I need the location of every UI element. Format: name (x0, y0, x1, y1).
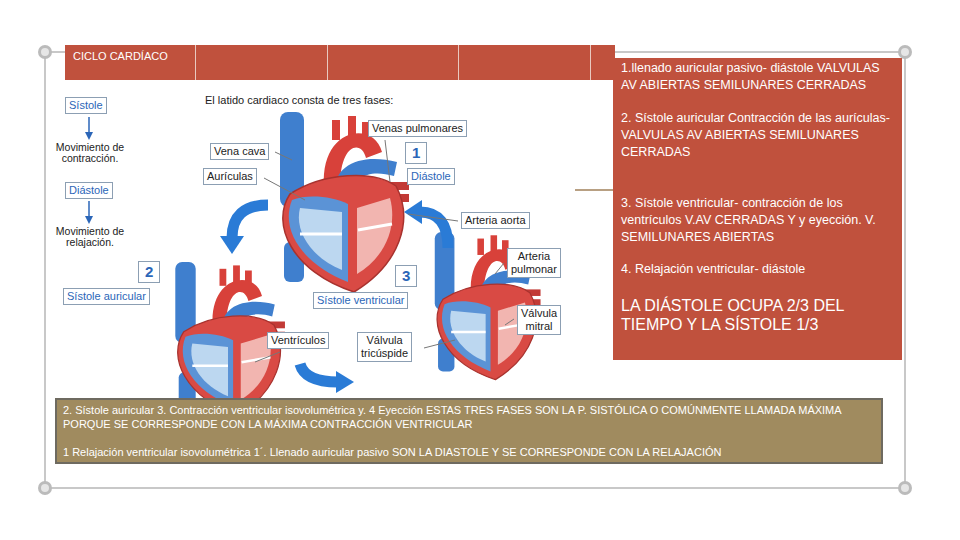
panel-leader (575, 189, 613, 191)
corner-dot (898, 481, 912, 495)
corner-dot (901, 484, 909, 492)
intro-text: El latido cardiaco consta de tres fases: (205, 94, 393, 107)
part-label: Válvula tricúspide (357, 332, 412, 362)
part-label-text: Vena cava (214, 145, 265, 158)
summary-box-text: 2. Sístole auricular 3. Contracción vent… (63, 403, 875, 431)
phase-note: Movimiento de relajación. (47, 226, 133, 248)
part-label-text: Arteria pulmonar (511, 250, 557, 276)
corner-dot (41, 484, 49, 492)
leader-line (495, 263, 504, 274)
title-bar (195, 45, 615, 80)
part-label-text: Aurículas (207, 170, 253, 183)
phase-box-text: Diástole (411, 170, 451, 183)
phase-panel-text: 2. Sístole auricular Contracción de las … (621, 110, 894, 161)
part-label: Venas pulmonares (368, 120, 467, 137)
flow-arrow (88, 117, 90, 133)
part-label-text: Válvula mitral (521, 307, 557, 333)
callout-number-text: 1 (412, 144, 420, 162)
phase-box: Diástole (65, 182, 113, 199)
part-label-text: Válvula tricúspide (361, 334, 408, 360)
bar-divider (590, 45, 591, 80)
summary-box: 2. Sístole auricular 3. Contracción vent… (55, 398, 883, 464)
heart-diastole (280, 112, 409, 292)
flow-arrowhead (85, 132, 93, 140)
phase-note: Movimiento de contracción. (48, 142, 132, 164)
cycle-arrow (232, 205, 268, 238)
phase-panel: 1.llenado auricular pasivo- diástole VAL… (613, 58, 902, 360)
phase-box: Sístole (65, 97, 107, 114)
title-box: CICLO CARDÍACO (65, 45, 195, 80)
leader-line (424, 340, 455, 348)
phase-box: Sístole ventricular (313, 292, 408, 309)
part-label-text: Arteria aorta (465, 214, 526, 227)
phase-box: Sístole auricular (63, 288, 150, 305)
corner-dot (41, 48, 49, 56)
flow-arrow (88, 201, 90, 217)
part-label: Válvula mitral (517, 305, 561, 335)
part-label: Aurículas (203, 168, 257, 185)
phase-panel-text: 1.llenado auricular pasivo- diástole VAL… (621, 60, 894, 94)
part-label: Vena cava (210, 143, 269, 160)
leader-line (275, 152, 292, 160)
leader-line (505, 319, 514, 325)
phase-panel-text: LA DIÁSTOLE OCUPA 2/3 DEL TIEMPO Y LA SÍ… (621, 296, 894, 334)
corner-dot (901, 48, 909, 56)
bar-divider (327, 45, 328, 80)
phase-box-text: Sístole ventricular (317, 294, 404, 307)
slide-frame (45, 52, 905, 488)
phase-box-text: Diástole (69, 184, 109, 197)
callout-number: 3 (395, 265, 417, 287)
leader-line (255, 352, 280, 362)
part-label-text: Venas pulmonares (372, 122, 463, 135)
callout-number-text: 3 (402, 267, 410, 285)
cycle-arrow (300, 364, 338, 382)
part-label-text: Ventrículos (271, 334, 325, 347)
bar-divider (195, 45, 196, 80)
phase-panel-text: 3. Sístole ventricular- contracción de l… (621, 195, 894, 246)
title-box-text: CICLO CARDÍACO (73, 50, 187, 63)
corner-dot (898, 45, 912, 59)
phase-box: Diástole (407, 168, 455, 185)
phase-panel-text: 4. Relajación ventricular- diástole (621, 261, 894, 278)
corner-dot (38, 481, 52, 495)
part-label: Ventrículos (267, 332, 329, 349)
flow-arrowhead (85, 216, 93, 224)
callout-number-text: 2 (145, 263, 153, 281)
part-label: Arteria pulmonar (507, 248, 561, 278)
leader-line (264, 178, 305, 200)
part-label: Arteria aorta (461, 212, 530, 229)
summary-box-text: 1 Relajación ventricular isovolumétrica … (63, 445, 875, 459)
callout-number: 2 (138, 261, 160, 283)
leader-line (408, 214, 458, 221)
cycle-arrowhead (220, 236, 244, 254)
bar-divider (458, 45, 459, 80)
phase-box-text: Sístole (69, 99, 103, 112)
cycle-arrowhead (404, 200, 422, 224)
callout-number: 1 (405, 142, 427, 164)
phase-box-text: Sístole auricular (67, 290, 146, 303)
cycle-arrowhead (336, 371, 354, 393)
corner-dot (38, 45, 52, 59)
leader-line (385, 140, 390, 182)
